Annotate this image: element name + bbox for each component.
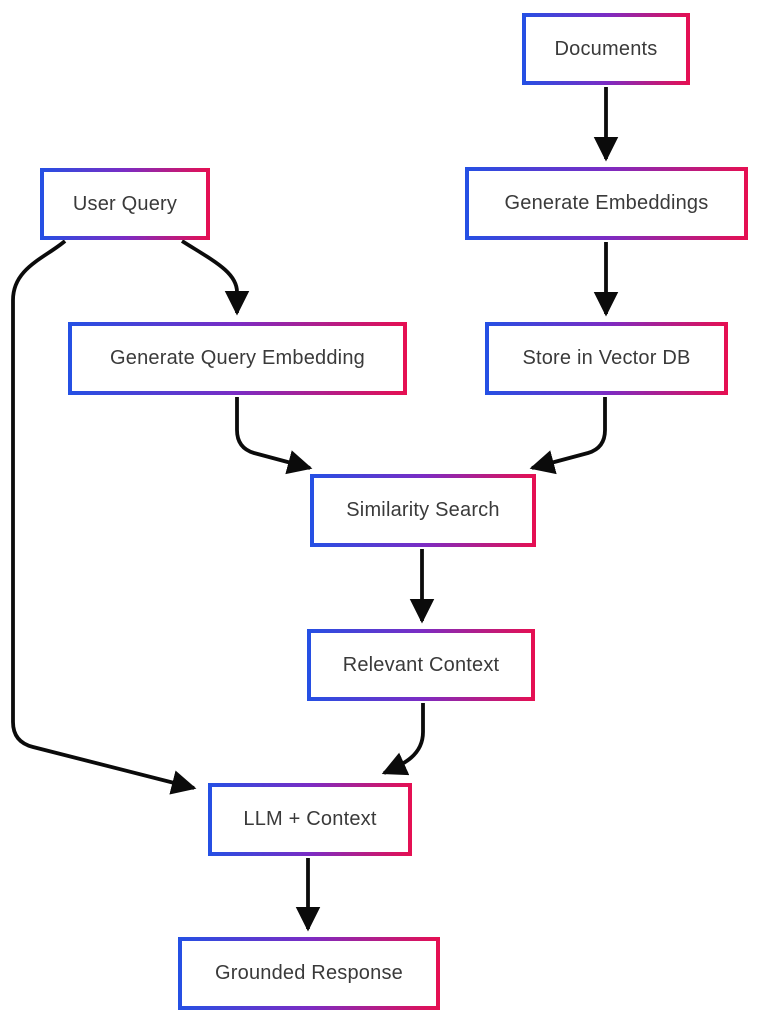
node-user-query: User Query (40, 168, 210, 240)
edge-generate-query-embedding-to-similarity-search (235, 397, 313, 475)
node-grounded-response: Grounded Response (178, 937, 440, 1010)
node-store-in-vector-db: Store in Vector DB (485, 322, 728, 395)
edge-user-query-to-generate-query-embedding (180, 239, 250, 316)
node-documents-label: Documents (554, 37, 658, 60)
node-llm-context-label: LLM + Context (243, 808, 377, 830)
node-grounded-response-label: Grounded Response (215, 962, 403, 984)
edge-store-in-vector-db-to-similarity-search (529, 397, 607, 475)
node-generate-query-embedding-label: Generate Query Embedding (110, 347, 365, 369)
node-generate-embeddings-label: Generate Embeddings (504, 192, 709, 214)
node-relevant-context: Relevant Context (307, 629, 535, 701)
node-documents-body: Documents (526, 17, 686, 81)
node-relevant-context-label: Relevant Context (342, 653, 500, 676)
edge-user-query-to-llm-context (11, 239, 197, 795)
node-generate-embeddings-body: Generate Embeddings (469, 171, 744, 236)
node-relevant-context-body: Relevant Context (311, 633, 531, 697)
node-documents: Documents (522, 13, 690, 85)
node-similarity-search-body: Similarity Search (314, 478, 532, 543)
node-store-in-vector-db-body: Store in Vector DB (489, 326, 724, 391)
node-similarity-search-label: Similarity Search (346, 499, 500, 521)
node-generate-embeddings: Generate Embeddings (465, 167, 748, 240)
node-store-in-vector-db-label: Store in Vector DB (522, 347, 691, 369)
node-generate-query-embedding: Generate Query Embedding (68, 322, 407, 395)
node-llm-context-body: LLM + Context (212, 787, 408, 852)
node-generate-query-embedding-body: Generate Query Embedding (72, 326, 403, 391)
node-user-query-body: User Query (44, 172, 206, 236)
node-similarity-search: Similarity Search (310, 474, 536, 547)
edge-relevant-context-to-llm-context (381, 703, 425, 776)
node-user-query-label: User Query (72, 192, 178, 215)
node-grounded-response-body: Grounded Response (182, 941, 436, 1006)
node-llm-context: LLM + Context (208, 783, 412, 856)
